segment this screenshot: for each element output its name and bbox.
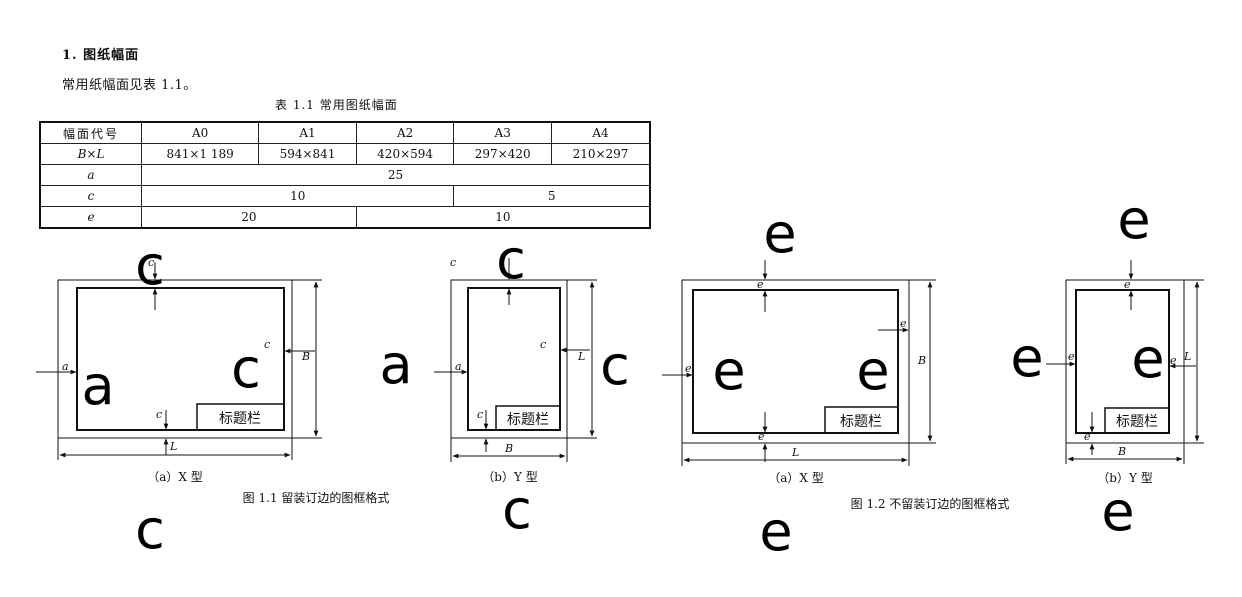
dim-label-c: c <box>148 256 154 269</box>
dim-label-e: e <box>1084 430 1091 443</box>
section-heading: 1. 图纸幅面 <box>62 48 140 63</box>
dim-label-e: e <box>1124 278 1131 291</box>
overlay-letter-a: a <box>379 333 412 396</box>
dim-label-a: a <box>455 360 462 373</box>
dim-label-e: e <box>900 317 907 330</box>
table-row: e 20 10 <box>39 206 651 229</box>
sub-caption-y: （b）Y 型 <box>482 470 537 484</box>
table-cell: 594×841 <box>258 143 357 165</box>
intro-text: 常用纸幅面见表 1.1。 <box>62 78 197 93</box>
table-row: B×L 841×1 189 594×841 420×594 297×420 21… <box>39 143 651 165</box>
paper-size-table: 幅面代号 A0 A1 A2 A3 A4 B×L 841×1 189 594×84… <box>39 121 651 229</box>
dim-label-c: c <box>156 408 162 421</box>
dim-label-e: e <box>757 278 764 291</box>
table-row: 幅面代号 A0 A1 A2 A3 A4 <box>39 121 651 144</box>
overlay-letter-e: e <box>856 339 889 402</box>
table-cell: 10 <box>140 185 455 207</box>
figure-1-2b-y-type <box>1046 260 1204 464</box>
dim-label-e: e <box>685 362 692 375</box>
overlay-letter-e: e <box>1010 326 1043 389</box>
table-cell: 5 <box>453 185 651 207</box>
figure-caption-1-2: 图 1.2 不留装订边的图框格式 <box>851 496 1010 511</box>
sub-caption-x: （a）X 型 <box>147 470 203 484</box>
overlay-letter-e: e <box>763 202 796 265</box>
table-cell: e <box>39 206 142 229</box>
table-cell: 841×1 189 <box>140 143 260 165</box>
dim-label-e: e <box>1068 350 1075 363</box>
overlay-letter-e: e <box>1131 327 1164 390</box>
dim-label-c: c <box>540 338 546 351</box>
overlay-letter-c: c <box>135 234 165 297</box>
dim-label-B: B <box>301 350 310 363</box>
overlay-letter-e: e <box>1117 188 1150 251</box>
dim-label-B: B <box>917 354 926 367</box>
dim-label-a: a <box>62 360 69 373</box>
dim-label-L: L <box>169 440 177 453</box>
table-cell: c <box>39 185 142 207</box>
figure-1-1a-x-type <box>36 262 322 460</box>
overlay-letter-e: e <box>712 339 745 402</box>
table-row: c 10 5 <box>39 185 651 207</box>
dim-label-L: L <box>1183 350 1191 363</box>
title-block-label: 标题栏 <box>1116 414 1158 430</box>
dim-label-c: c <box>450 256 456 269</box>
title-block-label: 标题栏 <box>840 414 882 430</box>
overlay-letter-e: e <box>759 500 792 563</box>
dim-label-e: e <box>1170 354 1177 367</box>
table-cell: B×L <box>39 143 142 165</box>
dim-label-B: B <box>1117 445 1126 458</box>
title-block-label: 标题栏 <box>219 411 261 427</box>
sub-caption-x: （a）X 型 <box>768 471 824 485</box>
sub-caption-y: （b）Y 型 <box>1097 471 1152 485</box>
table-caption: 表 1.1 常用图纸幅面 <box>275 98 398 112</box>
overlay-letter-c: c <box>135 498 165 561</box>
figure-1-1b-y-type <box>434 258 597 462</box>
figure-caption-1-1: 图 1.1 留装订边的图框格式 <box>243 490 390 505</box>
overlay-letter-a: a <box>81 354 114 417</box>
dim-label-c: c <box>264 338 270 351</box>
overlay-letter-c: c <box>502 478 532 541</box>
figure-1-2a-x-type <box>662 260 936 466</box>
overlay-letter-c: c <box>231 337 261 400</box>
dim-label-c: c <box>477 408 483 421</box>
overlay-letter-c: c <box>496 228 526 291</box>
overlay-letter-e: e <box>1101 480 1134 543</box>
table-row: a 25 <box>39 164 651 186</box>
table-cell: 10 <box>355 206 651 229</box>
dim-label-e: e <box>758 430 765 443</box>
dim-label-L: L <box>577 350 585 363</box>
dim-label-B: B <box>504 442 513 455</box>
table-cell: A3 <box>453 121 552 144</box>
table-cell: 幅面代号 <box>39 121 142 144</box>
dim-label-L: L <box>791 446 799 459</box>
table-cell: 20 <box>141 206 357 229</box>
title-block-label: 标题栏 <box>507 412 549 428</box>
overlay-letter-c: c <box>600 334 630 397</box>
